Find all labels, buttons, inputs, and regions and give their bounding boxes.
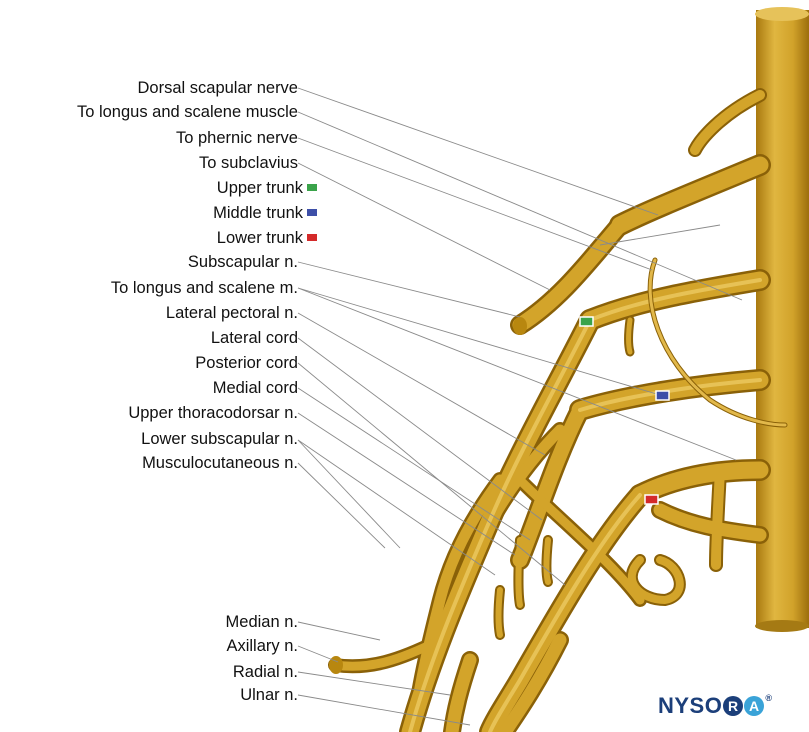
label-to-subclavius: To subclavius	[199, 154, 298, 172]
label-lower-trunk: Lower trunk	[217, 229, 303, 247]
lower-trunk-marker	[645, 495, 658, 504]
cut-nerve-end-upper	[513, 317, 527, 335]
label-lateral-cord: Lateral cord	[211, 329, 298, 347]
label-to-phrenic-nerve: To phernic nerve	[176, 129, 298, 147]
upper-trunk-swatch	[307, 184, 317, 191]
label-medial-cord: Medial cord	[213, 379, 298, 397]
label-lower-trunk-row: Lower trunk	[217, 229, 317, 247]
label-lateral-pectoral-n: Lateral pectoral n.	[166, 304, 298, 322]
label-posterior-cord: Posterior cord	[195, 354, 298, 372]
middle-trunk-swatch	[307, 209, 317, 216]
leader-lines	[298, 88, 742, 725]
cut-nerve-end-axillary	[329, 656, 343, 674]
label-ulnar-n: Ulnar n.	[240, 686, 298, 704]
logo-registered-mark: ®	[765, 693, 772, 703]
label-subscapular-n: Subscapular n.	[188, 253, 298, 271]
label-upper-thoracodorsar-n: Upper thoracodorsar n.	[128, 404, 298, 422]
label-dorsal-scapular-nerve: Dorsal scapular nerve	[138, 79, 299, 97]
logo-circle-a: A	[744, 696, 764, 716]
logo-text: NYSO	[658, 693, 722, 718]
label-median-n: Median n.	[226, 613, 298, 631]
label-middle-trunk-row: Middle trunk	[213, 204, 317, 222]
label-radial-n: Radial n.	[233, 663, 298, 681]
middle-trunk-marker	[656, 391, 669, 400]
label-upper-trunk: Upper trunk	[217, 179, 303, 197]
label-to-longus-and-scalene-m: To longus and scalene m.	[111, 279, 298, 297]
upper-trunk-marker	[580, 317, 593, 326]
label-musculocutaneous-n: Musculocutaneous n.	[142, 454, 298, 472]
label-axillary-n: Axillary n.	[226, 637, 298, 655]
label-to-longus-and-scalene-muscle: To longus and scalene muscle	[77, 103, 298, 121]
label-lower-subscapular-n: Lower subscapular n.	[141, 430, 298, 448]
spinal-cord-bottom	[755, 620, 809, 632]
label-upper-trunk-row: Upper trunk	[217, 179, 317, 197]
spinal-cord-top	[755, 7, 809, 21]
logo-circle-r: R	[723, 696, 743, 716]
lower-trunk-swatch	[307, 234, 317, 241]
label-middle-trunk: Middle trunk	[213, 204, 303, 222]
